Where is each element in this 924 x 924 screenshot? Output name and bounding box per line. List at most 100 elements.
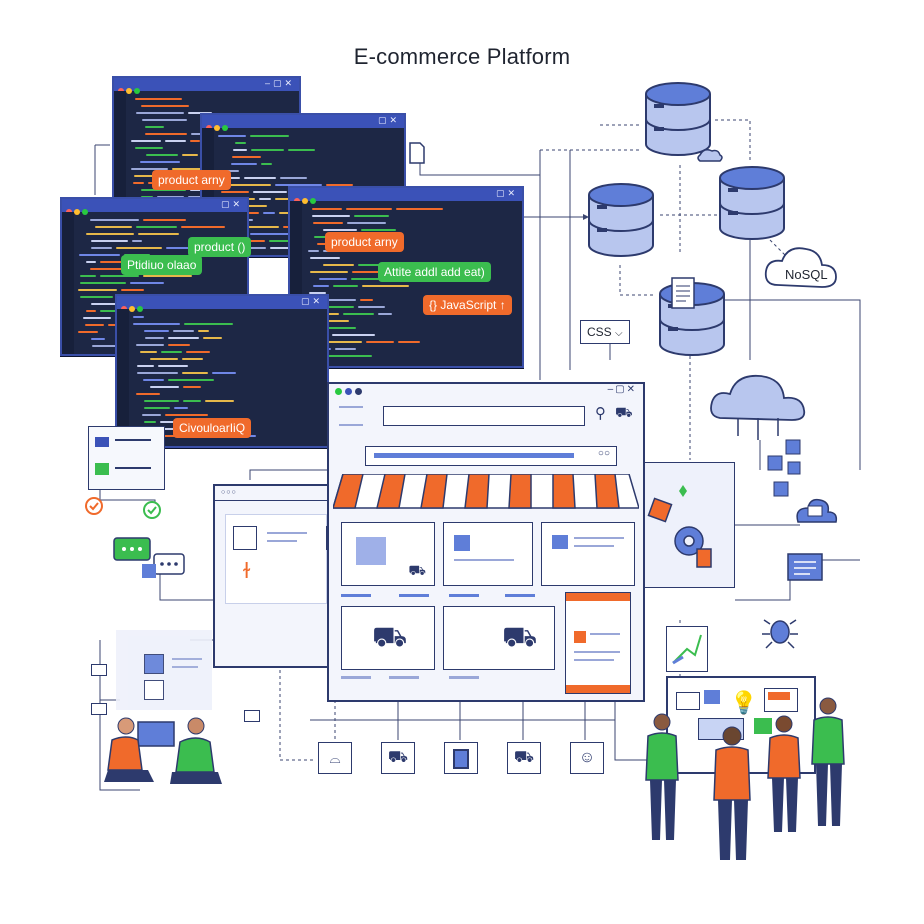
search-input[interactable] <box>383 406 585 426</box>
bug-icon <box>762 619 798 649</box>
css-text: CSS <box>587 325 612 339</box>
check-item-1 <box>95 437 109 447</box>
code-line <box>362 285 409 287</box>
code-line <box>308 250 319 252</box>
code-line <box>145 126 164 128</box>
code-line <box>144 330 169 332</box>
code-tag-product-4: product arny <box>325 232 404 252</box>
code-line <box>205 400 234 402</box>
code-line <box>80 275 96 277</box>
code-line <box>143 379 164 381</box>
diagram-title: E-commerce Platform <box>353 44 571 69</box>
code-line <box>150 358 178 360</box>
code-tag-product-1: product arny <box>152 170 231 190</box>
code-line <box>86 261 96 263</box>
code-line <box>203 337 222 339</box>
code-line <box>136 393 160 395</box>
menu-icon[interactable] <box>339 406 363 426</box>
network-blocks-icon <box>767 439 801 497</box>
product-card-1[interactable]: ⛟ <box>341 522 435 586</box>
developer-right <box>170 717 222 784</box>
code-line <box>133 316 144 318</box>
product-box-icon[interactable] <box>444 742 478 774</box>
code-line <box>280 177 307 179</box>
search-icon[interactable]: ⚲ <box>595 405 606 422</box>
code-line <box>378 313 392 315</box>
code-line <box>247 240 265 242</box>
code-line <box>136 112 184 114</box>
code-line <box>250 135 289 137</box>
cart-icon[interactable]: ⛟ <box>507 742 541 774</box>
code-line <box>133 323 180 325</box>
code-line <box>218 135 246 137</box>
code-line <box>398 341 420 343</box>
code-line <box>312 208 342 210</box>
code-tag-javascript: {} JavaScript ↑ <box>423 295 512 315</box>
code-line <box>319 278 347 280</box>
code-line <box>259 198 271 200</box>
team-member-4 <box>811 697 845 826</box>
slider-dots: ○○ <box>597 448 610 459</box>
dot-navy <box>355 388 362 395</box>
code-line <box>142 119 187 121</box>
chevron-down-icon: ⌵ <box>615 328 623 339</box>
org-chart-panel <box>116 630 212 710</box>
code-line <box>184 323 233 325</box>
code-line <box>326 184 353 186</box>
code-line <box>244 177 276 179</box>
product-card-4[interactable]: ⛟ <box>341 606 435 670</box>
code-line <box>83 317 111 319</box>
code-line <box>233 149 247 151</box>
code-tag-add: Attite addl add eat) <box>378 262 491 282</box>
nosql-label: NoSQL <box>785 267 828 282</box>
product-card-5[interactable]: ⛟ <box>443 606 555 670</box>
code-line <box>91 303 118 305</box>
code-line <box>85 324 104 326</box>
code-line <box>347 222 386 224</box>
code-line <box>135 147 163 149</box>
product-card-2[interactable] <box>443 522 533 586</box>
code-line <box>253 191 287 193</box>
cart-icon: ⛟ <box>372 621 408 652</box>
chat-icon <box>113 537 185 578</box>
glasses-icon[interactable]: ⌓ <box>318 742 352 774</box>
code-line <box>78 331 98 333</box>
cart-icon[interactable]: ⛟ <box>381 742 415 774</box>
code-line <box>183 386 201 388</box>
flow-node-3 <box>244 710 260 722</box>
code-line <box>231 163 257 165</box>
code-line <box>221 191 249 193</box>
code-line <box>309 320 349 322</box>
product-search-bar[interactable]: ○○ <box>365 446 617 466</box>
user-icon[interactable]: ☺ <box>570 742 604 774</box>
code-line <box>190 140 200 142</box>
code-line <box>251 149 284 151</box>
flow-node-1 <box>91 664 107 676</box>
code-line <box>165 414 208 416</box>
code-line <box>168 344 190 346</box>
code-line <box>136 226 177 228</box>
code-line <box>351 278 379 280</box>
check-icons <box>85 497 161 519</box>
code-line <box>346 208 392 210</box>
code-line <box>136 344 164 346</box>
check-item-2 <box>95 463 109 475</box>
code-line <box>230 184 271 186</box>
product-card-3[interactable] <box>541 522 635 586</box>
code-line <box>161 351 182 353</box>
code-line <box>130 282 164 284</box>
right-icons <box>762 439 838 649</box>
code-line <box>137 365 154 367</box>
lightbulb-icon: 💡 <box>730 690 758 715</box>
cart-icon[interactable]: ⛟ <box>615 404 633 420</box>
promo-card[interactable] <box>565 592 631 694</box>
store-awning <box>333 474 639 509</box>
css-label: CSS ⌵ <box>580 320 630 344</box>
code-line <box>150 386 179 388</box>
code-line <box>313 222 343 224</box>
code-line <box>146 154 178 156</box>
code-line <box>332 334 375 336</box>
code-line <box>100 275 139 277</box>
code-line <box>144 400 179 402</box>
